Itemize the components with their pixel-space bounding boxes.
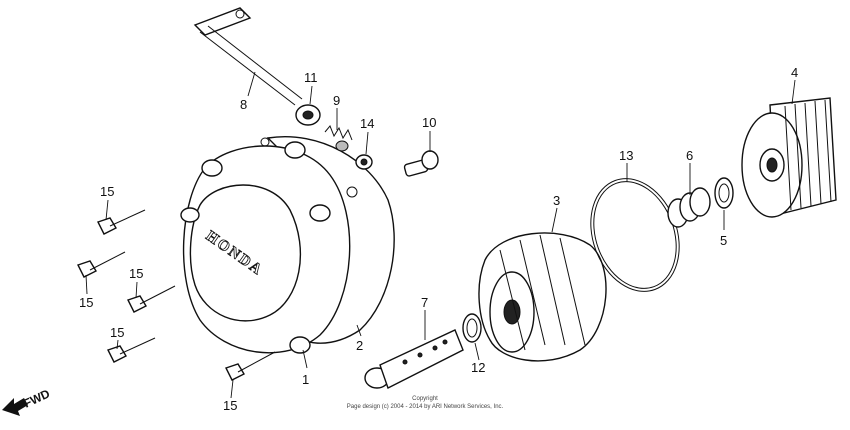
callout-5: 5 [720,233,727,248]
callout-8: 8 [240,97,247,112]
callout-9: 9 [333,93,340,108]
copyright-line-2: Page design (c) 2004 - 2014 by ARI Netwo… [347,404,504,410]
filter-housing[interactable] [478,232,607,362]
bolt-e[interactable] [225,351,276,381]
bolt-d[interactable] [107,337,156,363]
callout-15-b: 15 [79,295,93,310]
callout-11: 11 [304,70,318,85]
callout-13: 13 [619,148,633,163]
callout-15-a: 15 [100,184,114,199]
callout-15-c: 15 [129,266,143,281]
fwd-arrow-icon [2,398,28,416]
callout-12: 12 [471,360,485,375]
fwd-indicator: FWD [2,386,52,416]
bearing[interactable] [295,104,321,126]
spring-seat[interactable] [667,187,711,228]
fwd-label: FWD [21,386,52,410]
filter-bolt[interactable] [364,329,464,389]
copyright-line-1: Copyright [412,396,438,402]
spring[interactable] [324,125,353,152]
oil-filter-element[interactable] [741,97,837,218]
callout-1: 1 [302,372,309,387]
copyright-notice: Copyright Page design (c) 2004 - 2014 by… [347,396,504,410]
bolt-b[interactable] [77,251,126,278]
washer[interactable] [714,177,734,209]
callout-10: 10 [422,115,436,130]
callout-15-d: 15 [110,325,124,340]
o-ring-small[interactable] [462,313,482,343]
callout-4: 4 [791,65,798,80]
callout-7: 7 [421,295,428,310]
nut[interactable] [355,154,373,170]
callout-15-e: 15 [223,398,237,413]
side-cover[interactable]: HONDA [180,136,395,354]
callout-6: 6 [686,148,693,163]
pin-bolt[interactable] [403,150,439,177]
callout-3: 3 [553,193,560,208]
bolt-c[interactable] [127,285,176,313]
callout-14: 14 [360,116,374,131]
bolt-a[interactable] [97,209,146,235]
callouts: 1 2 3 4 5 6 7 8 9 10 11 12 13 14 15 15 1… [79,65,798,413]
leader-lines [85,71,796,399]
shaft[interactable] [193,7,303,106]
callout-2: 2 [356,338,363,353]
